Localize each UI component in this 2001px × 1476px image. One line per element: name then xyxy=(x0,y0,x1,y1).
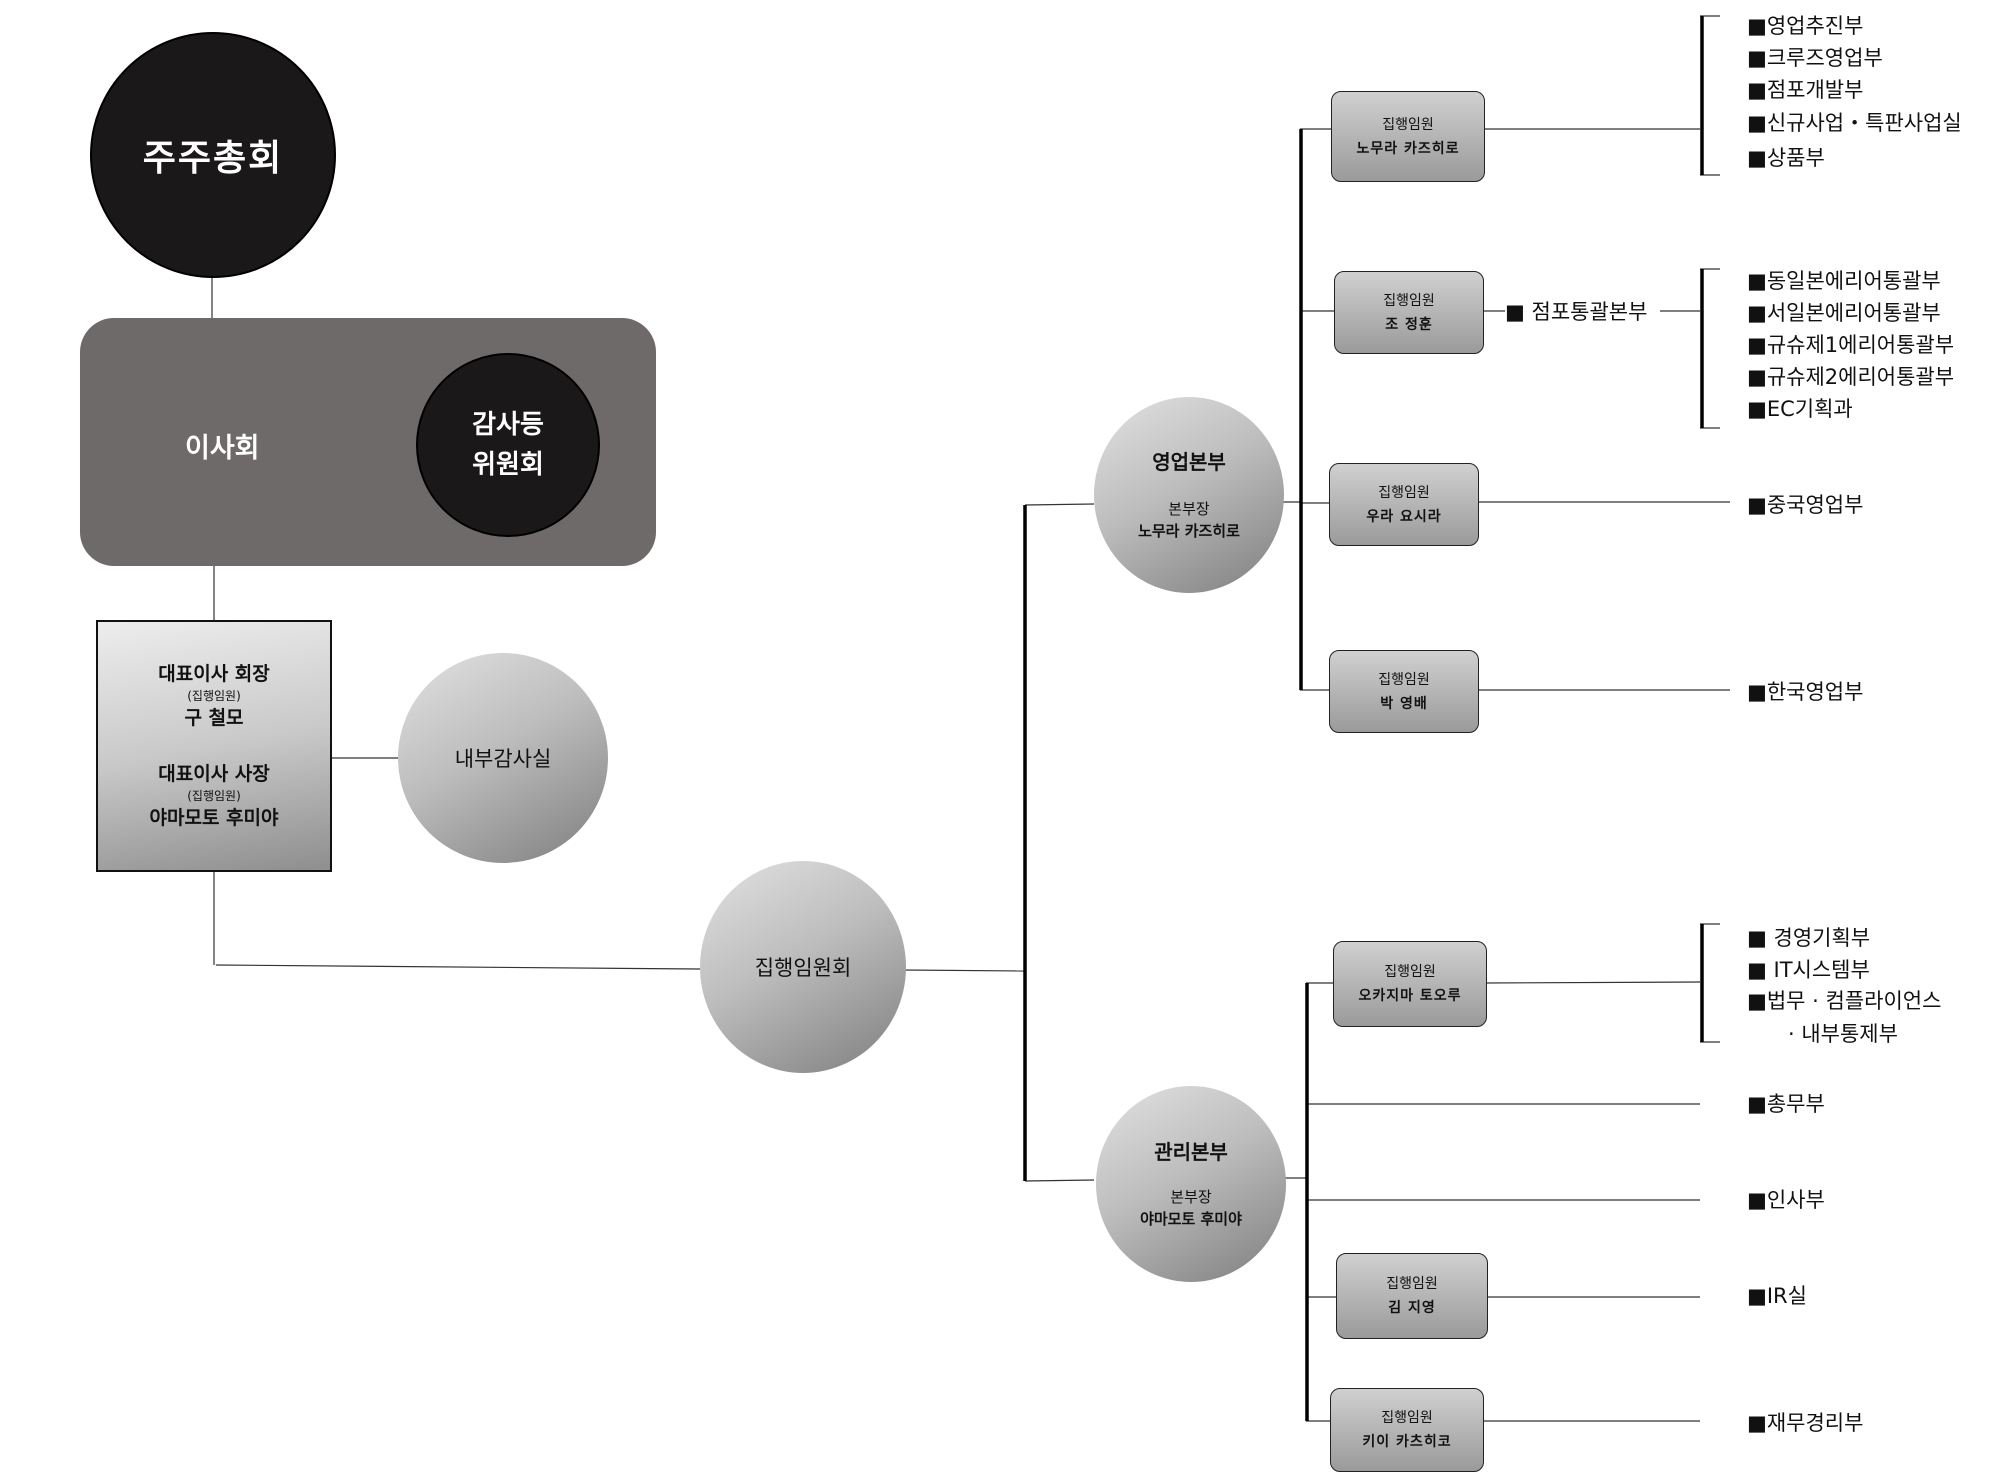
executive-name: 키이 카츠히코 xyxy=(1362,1434,1452,1450)
president-sub: (집행임원) xyxy=(187,789,241,803)
admin-hq-title: 관리본부 xyxy=(1154,1140,1228,1164)
department-label: ■ 경영기획부 xyxy=(1747,926,1871,950)
sales-hq-title: 영업본부 xyxy=(1152,450,1226,474)
executive-committee-label: 집행임원회 xyxy=(754,956,852,980)
executive-name: 우라 요시라 xyxy=(1366,508,1442,525)
executive-name: 김 지영 xyxy=(1388,1300,1436,1316)
executive-name: 박 영배 xyxy=(1380,695,1428,712)
internal-audit-label: 내부감사실 xyxy=(454,747,552,771)
president-title: 대표이사 사장 xyxy=(158,763,270,785)
chairman-name: 구 철모 xyxy=(184,707,244,729)
executive-title: 집행임원 xyxy=(1378,484,1430,501)
sales-hq-name: 노무라 카즈히로 xyxy=(1138,522,1240,540)
department-label: ■EC기획과 xyxy=(1747,397,1853,421)
chairman-title: 대표이사 회장 xyxy=(158,663,270,685)
shareholders-meeting-label: 주주총회 xyxy=(142,138,284,179)
department-label: ■신규사업・특판사업실 xyxy=(1747,111,1962,135)
executive-title: 집행임원 xyxy=(1386,1276,1438,1292)
department-label: ■규슈제1에리어통괄부 xyxy=(1747,333,1955,357)
store-hq-label: ■ 점포통괄본부 xyxy=(1505,300,1648,324)
representative-directors-node: 대표이사 회장 (집행임원) 구 철모 대표이사 사장 (집행임원) 야마모토 … xyxy=(96,620,332,872)
department-label: · 내부통제부 xyxy=(1788,1022,1898,1046)
shareholders-meeting-node: 주주총회 xyxy=(90,32,336,278)
department-label: ■영업추진부 xyxy=(1747,14,1864,38)
executive-box: 집행임원 우라 요시라 xyxy=(1329,463,1479,546)
executive-title: 집행임원 xyxy=(1378,671,1430,688)
department-label: ■재무경리부 xyxy=(1747,1411,1864,1435)
executive-title: 집행임원 xyxy=(1382,116,1434,133)
executive-name: 오카지마 토오루 xyxy=(1358,988,1462,1004)
admin-hq-role: 본부장 xyxy=(1170,1188,1212,1206)
department-label: ■총무부 xyxy=(1747,1092,1825,1116)
executive-box: 집행임원 오카지마 토오루 xyxy=(1333,941,1487,1027)
executive-box: 집행임원 박 영배 xyxy=(1329,650,1479,733)
internal-audit-node: 내부감사실 xyxy=(398,653,608,863)
executive-title: 집행임원 xyxy=(1383,292,1435,309)
executive-box: 집행임원 조 정훈 xyxy=(1334,271,1484,354)
executive-name: 노무라 카즈히로 xyxy=(1356,140,1460,157)
president-name: 야마모토 후미야 xyxy=(149,807,279,829)
executive-name: 조 정훈 xyxy=(1385,316,1433,333)
department-label: ■ IT시스템부 xyxy=(1747,958,1870,982)
sales-hq-node: 영업본부 본부장 노무라 카즈히로 xyxy=(1094,397,1284,593)
audit-committee-line2: 위원회 xyxy=(472,450,544,480)
board-of-directors-node: 이사회 감사등 위원회 xyxy=(80,318,656,566)
executive-title: 집행임원 xyxy=(1384,964,1436,980)
department-label: ■중국영업부 xyxy=(1747,493,1864,517)
department-label: ■서일본에리어통괄부 xyxy=(1747,301,1941,325)
department-label: ■한국영업부 xyxy=(1747,680,1864,704)
sales-hq-role: 본부장 xyxy=(1168,500,1210,518)
department-label: ■규슈제2에리어통괄부 xyxy=(1747,365,1955,389)
audit-committee-node: 감사등 위원회 xyxy=(416,353,600,537)
department-label: ■점포개발부 xyxy=(1747,78,1864,102)
department-label: ■IR실 xyxy=(1747,1284,1807,1308)
chairman-sub: (집행임원) xyxy=(187,689,241,703)
executive-committee-node: 집행임원회 xyxy=(700,861,906,1073)
executive-box: 집행임원 키이 카츠히코 xyxy=(1330,1388,1484,1472)
department-label: ■법무 · 컴플라이언스 xyxy=(1747,989,1942,1013)
board-of-directors-label: 이사회 xyxy=(185,433,260,464)
department-label: ■동일본에리어통괄부 xyxy=(1747,269,1941,293)
admin-hq-name: 야마모토 후미야 xyxy=(1140,1210,1242,1228)
department-label: ■크루즈영업부 xyxy=(1747,46,1883,70)
executive-box: 집행임원 노무라 카즈히로 xyxy=(1331,91,1485,182)
admin-hq-node: 관리본부 본부장 야마모토 후미야 xyxy=(1096,1086,1286,1282)
department-label: ■상품부 xyxy=(1747,146,1825,170)
department-label: ■인사부 xyxy=(1747,1188,1825,1212)
executive-title: 집행임원 xyxy=(1381,1410,1433,1426)
executive-box: 집행임원 김 지영 xyxy=(1336,1253,1488,1339)
audit-committee-line1: 감사등 xyxy=(472,410,544,440)
